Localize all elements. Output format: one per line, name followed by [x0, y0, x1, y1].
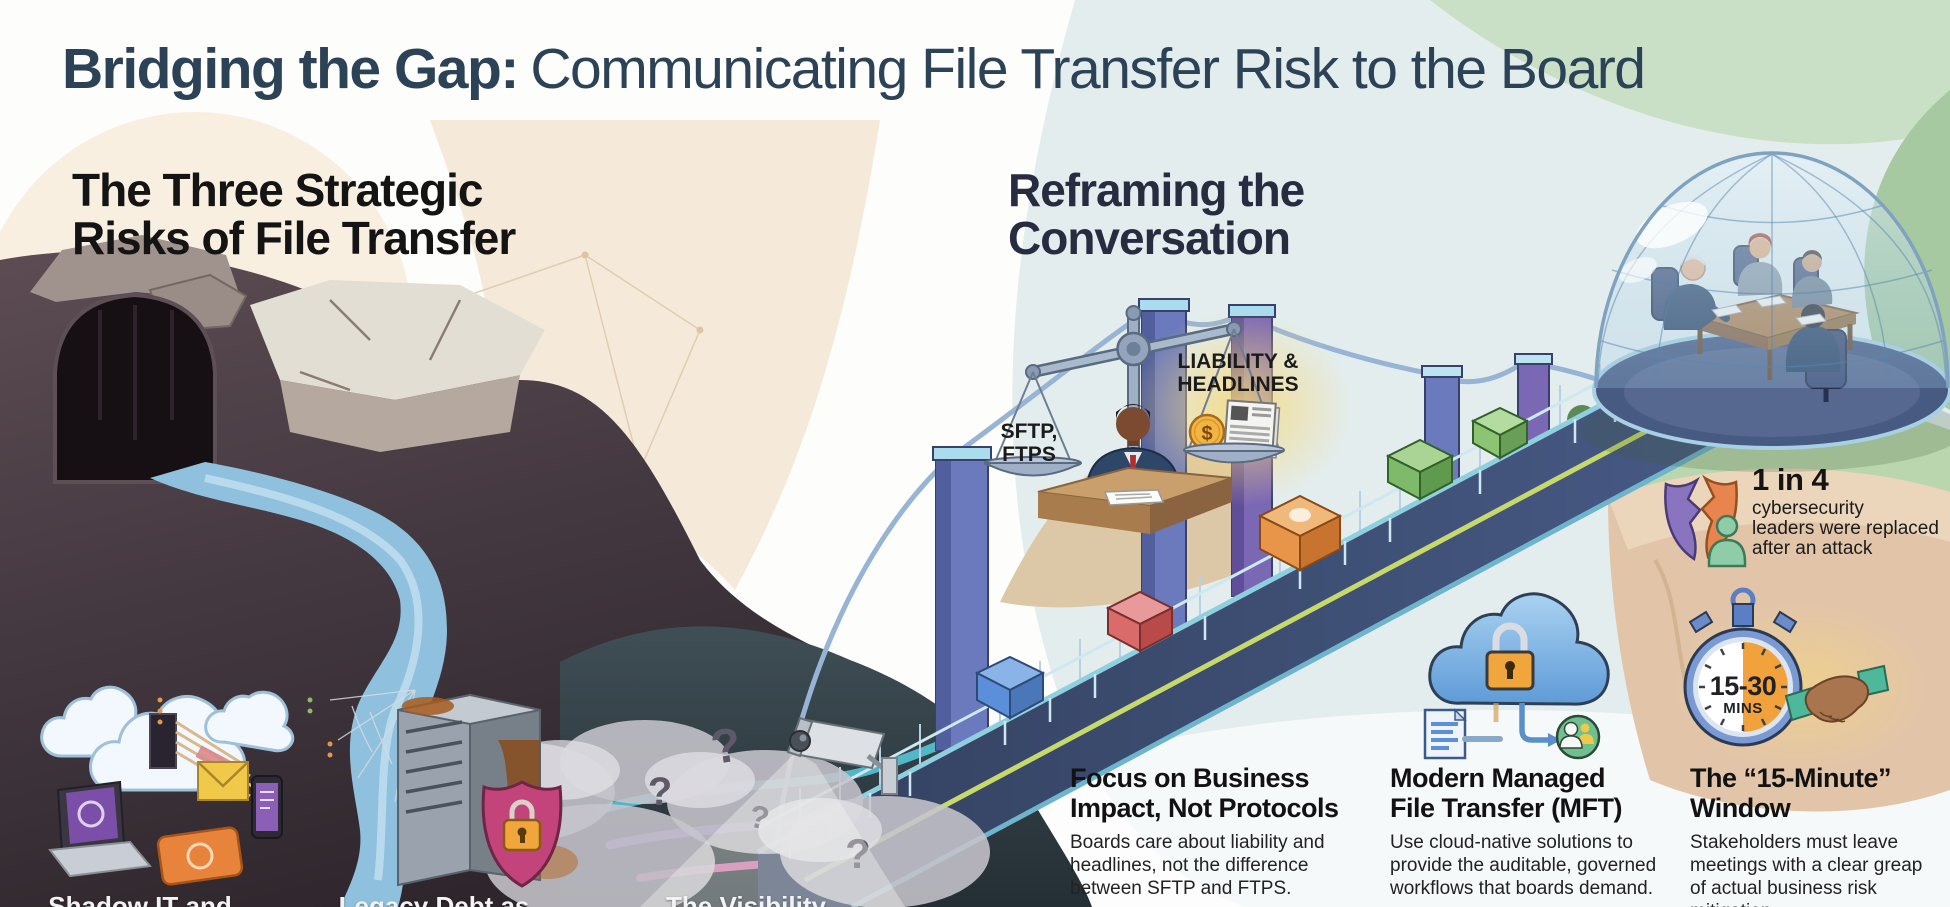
broken-shield-icon	[1664, 474, 1747, 568]
dome-grid-lines	[1597, 153, 1947, 389]
scale-left-pan-label: SFTP, FTPS	[1000, 420, 1058, 467]
cargo-box-blue	[974, 655, 1046, 720]
card-15-minute-window: The “15-Minute” Window Stakeholders must…	[1690, 763, 1942, 907]
card-body: Use cloud-native solutions to provide th…	[1390, 832, 1657, 899]
risk-label-visibility: The Visibility	[666, 891, 826, 907]
svg-text:?: ?	[845, 830, 871, 877]
right-section-heading: Reframing the Conversation	[1008, 164, 1305, 265]
lock-shield-icon	[481, 780, 563, 888]
stopwatch-icon	[1683, 587, 1803, 747]
mft-cloud-group	[1423, 592, 1610, 760]
email-icon	[197, 761, 249, 801]
card-title: Focus on Business Impact, Not Protocols	[1070, 763, 1339, 823]
left-section-heading: The Three Strategic Risks of File Transf…	[72, 164, 516, 265]
card-body: Boards care about liability and headline…	[1070, 832, 1325, 899]
stat-replaced-description: cybersecurity leaders were replaced afte…	[1752, 498, 1939, 559]
handshake-icon	[1784, 664, 1890, 723]
document-icon	[1423, 708, 1467, 760]
card-title: The “15-Minute” Window	[1690, 763, 1892, 823]
scale-right-pan-label: LIABILITY & HEADLINES	[1177, 350, 1299, 397]
page-title-rest: Communicating File Transfer Risk to the …	[530, 37, 1646, 101]
cargo-boxes	[974, 406, 1530, 720]
legacy-server-cluster	[329, 689, 578, 888]
fog-question-marks: ? ? ? ?	[648, 718, 871, 877]
page-title-emphasis: Bridging the Gap:	[62, 37, 519, 101]
card-modern-mft: Modern Managed File Transfer (MFT) Use c…	[1390, 763, 1690, 901]
card-title: Modern Managed File Transfer (MFT)	[1390, 763, 1623, 823]
svg-text:$: $	[1201, 423, 1212, 445]
risk-label-shadow-it: Shadow IT and	[48, 891, 232, 907]
card-business-impact: Focus on Business Impact, Not Protocols …	[1070, 763, 1370, 901]
phone-icon	[251, 775, 283, 839]
card-body: Stakeholders must leave meetings with a …	[1690, 832, 1923, 907]
stopwatch-unit-label: MINS	[1723, 700, 1763, 717]
cargo-box-orange	[1257, 494, 1343, 572]
laptop-icon	[48, 780, 152, 878]
data-dots	[157, 697, 333, 758]
svg-text:?: ?	[708, 718, 744, 775]
balance-scale-icon: $	[984, 305, 1285, 477]
page-title: Bridging the Gap:Communicating File Tran…	[62, 36, 1646, 102]
stat-replaced-value: 1 in 4	[1752, 462, 1829, 497]
tablet-icon	[156, 826, 244, 886]
risk-label-legacy-debt: Legacy Debt as	[338, 891, 530, 907]
svg-text:?: ?	[648, 770, 672, 814]
people-circle-icon	[1555, 714, 1601, 760]
stopwatch-range-label: 15-30	[1709, 671, 1777, 701]
shadow-it-cluster	[40, 685, 333, 886]
cloud-lock-icon	[1428, 592, 1610, 706]
stopwatch-handshake-group	[1672, 587, 1928, 771]
cctv-camera-icon	[640, 716, 905, 907]
executive-at-desk	[1037, 404, 1233, 534]
executive-scale-scene: $	[984, 305, 1352, 534]
cargo-box-red	[1105, 590, 1175, 653]
cargo-box-green	[1385, 438, 1455, 501]
boardroom-dome	[1580, 151, 1950, 472]
cobweb-icon	[329, 689, 416, 803]
cargo-box-green-2	[1470, 406, 1530, 460]
